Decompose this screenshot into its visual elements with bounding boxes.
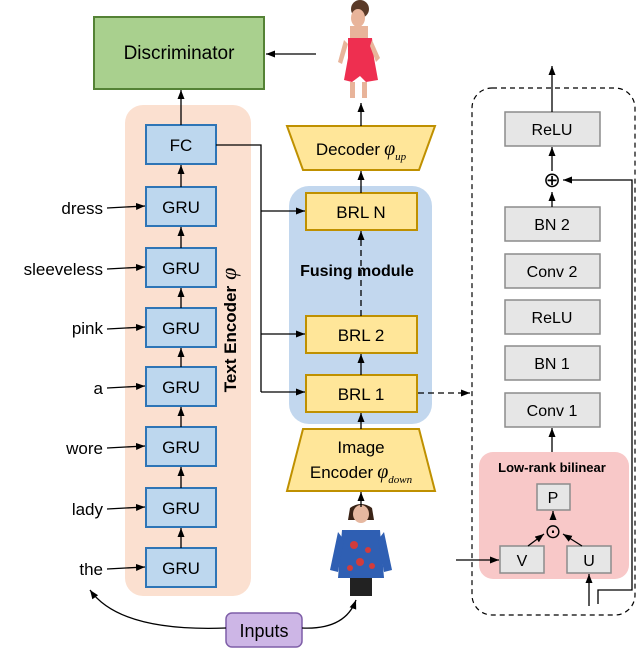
image-encoder-line1: Image: [337, 438, 384, 457]
gru-label: GRU: [162, 438, 200, 457]
fc-label: FC: [170, 136, 193, 155]
residual-connection: [563, 176, 633, 604]
fusing-module-label: Fusing module: [300, 263, 414, 280]
conv2-block: [504, 253, 601, 289]
gru-label: GRU: [162, 259, 200, 278]
word-the: the: [79, 560, 103, 579]
relu-block: [504, 299, 601, 335]
brl-1-block: [305, 374, 418, 413]
brl-2-label: BRL 2: [338, 326, 385, 345]
input-words: dress sleeveless pink a wore lady the: [24, 199, 146, 579]
gru-label: GRU: [162, 559, 200, 578]
u-block: [566, 545, 612, 574]
woman-in-blue-tunic-image: [330, 504, 392, 596]
add-symbol: ⊕: [543, 169, 561, 192]
gru-label: GRU: [162, 378, 200, 397]
p-label: P: [548, 490, 559, 507]
text-encoder-label: Text Encoderφ: [216, 268, 241, 393]
v-label: V: [517, 553, 528, 570]
inputs-to-image-arrow: [301, 599, 357, 629]
inputs-to-words-arrow: [89, 589, 227, 629]
gru-label: GRU: [162, 499, 200, 518]
text-encoder-background: [125, 105, 251, 596]
relu-label: ReLU: [532, 310, 573, 327]
fc-block: [145, 124, 217, 165]
relu-top-label: ReLU: [532, 122, 573, 139]
gru-label: GRU: [162, 198, 200, 217]
v-block: [499, 545, 545, 574]
conv1-block: [504, 392, 601, 428]
word-pink: pink: [72, 319, 104, 338]
brl-1-label: BRL 1: [338, 385, 385, 404]
text-encoder: FC GRU GRU GRU GRU GRU GRU GRU Text Enco…: [145, 90, 241, 588]
word-wore: wore: [65, 439, 103, 458]
p-block: [536, 483, 571, 511]
fusing-module: BRL N BRL 2 BRL 1 Fusing module: [300, 192, 418, 413]
bn2-block: [504, 206, 601, 242]
conv2-label: Conv 2: [527, 264, 578, 281]
bn1-block: [504, 345, 601, 381]
discriminator-box: [93, 16, 265, 90]
image-encoder-block: [285, 428, 437, 492]
gru-block-wore: [145, 426, 217, 467]
inputs-label: Inputs: [239, 621, 288, 641]
brl-n-label: BRL N: [336, 203, 385, 222]
gru-block-lady: [145, 487, 217, 528]
decoder-block: [285, 125, 437, 171]
brl-detail: ReLU ⊕ BN 2 Conv 2 ReLU BN 1 Conv 1 Low-…: [456, 66, 633, 606]
gru-block-sleeveless: [145, 247, 217, 288]
word-lady: lady: [72, 500, 104, 519]
inputs-box: [225, 612, 303, 648]
word-dress: dress: [61, 199, 103, 218]
fc-to-brl-connector: [216, 144, 262, 392]
low-rank-title: Low-rank bilinear: [498, 460, 606, 475]
gru-block-a: [145, 366, 217, 407]
u-label: U: [583, 553, 595, 570]
hadamard-symbol: ⊙: [545, 521, 562, 543]
word-a: a: [94, 379, 104, 398]
word-sleeveless: sleeveless: [24, 260, 103, 279]
conv1-label: Conv 1: [527, 403, 578, 420]
bn1-label: BN 1: [534, 356, 570, 373]
gru-label: GRU: [162, 319, 200, 338]
woman-in-pink-dress-image: [338, 0, 380, 98]
discriminator-label: Discriminator: [124, 43, 236, 64]
bn2-label: BN 2: [534, 217, 570, 234]
